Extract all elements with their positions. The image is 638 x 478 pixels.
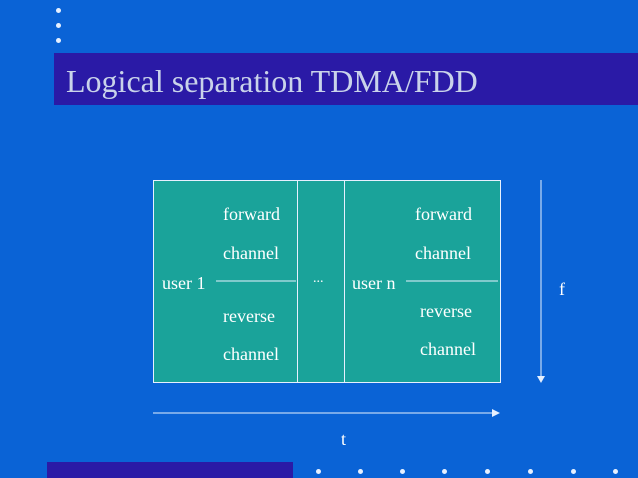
decor-dot [56, 38, 61, 43]
decor-dot [358, 469, 363, 474]
frequency-axis-label: f [559, 279, 565, 299]
boxn-reverse-channel-label: channel [420, 339, 476, 359]
ellipsis-slot [297, 180, 346, 383]
decor-dot [571, 469, 576, 474]
boxn-reverse-label: reverse [420, 301, 472, 321]
decor-dot [56, 23, 61, 28]
decor-dot [316, 469, 321, 474]
bottom-accent-bar [47, 462, 293, 478]
box1-user-label: user 1 [162, 273, 206, 293]
decor-dot [442, 469, 447, 474]
frequency-arrowhead [537, 376, 545, 383]
decor-dot [528, 469, 533, 474]
boxn-user-label: user n [352, 273, 396, 293]
ellipsis-label: ... [313, 271, 324, 286]
decor-dot [613, 469, 618, 474]
box1-forward-channel-label: channel [223, 243, 279, 263]
box1-reverse-label: reverse [223, 306, 275, 326]
title-bar: Logical separation TDMA/FDD [54, 53, 638, 105]
slide-title: Logical separation TDMA/FDD [66, 63, 478, 99]
decor-dot [400, 469, 405, 474]
decor-dot [56, 8, 61, 13]
box1-forward-label: forward [223, 204, 280, 224]
box1-reverse-channel-label: channel [223, 344, 279, 364]
time-axis-label: t [341, 429, 347, 449]
boxn-forward-label: forward [415, 204, 472, 224]
decor-dot [485, 469, 490, 474]
time-arrowhead [492, 409, 500, 417]
boxn-forward-channel-label: channel [415, 243, 471, 263]
